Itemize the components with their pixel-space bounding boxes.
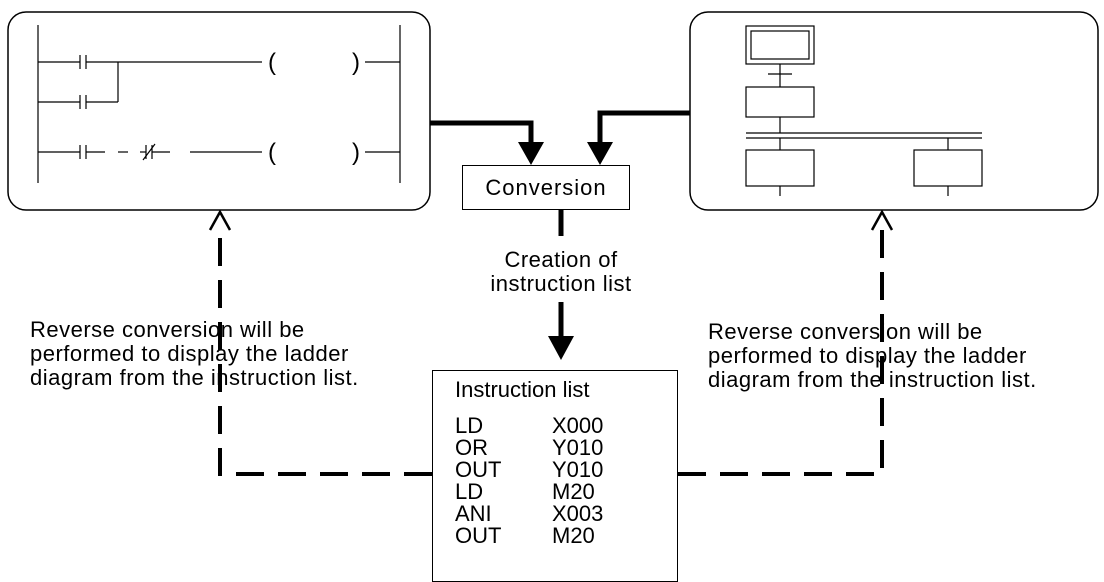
reverse-note-right: Reverse conversion will be performed to … — [708, 320, 1037, 392]
instruction-arg: X003 — [552, 501, 604, 526]
instruction-row: ANI X003 — [455, 503, 603, 525]
coil-2-left-paren: ( — [268, 139, 276, 166]
conversion-label: Conversion — [485, 174, 607, 200]
reverse-note-left-line3: diagram from the instruction list. — [30, 365, 359, 390]
reverse-note-left: Reverse conversion will be performed to … — [30, 318, 359, 390]
creation-label-line2: instruction list — [490, 271, 632, 296]
coil-1-left-paren: ( — [268, 49, 276, 76]
coil-1-right-paren: ) — [352, 49, 360, 76]
ladder-diagram-panel: ( ) ( ) — [7, 11, 431, 211]
ladder-rung-2 — [38, 143, 400, 161]
arrow-sfc-to-conversion — [587, 110, 690, 165]
creation-label-line1: Creation of — [504, 247, 618, 272]
instruction-op: LD — [455, 413, 484, 438]
instruction-row: LD M20 — [455, 481, 595, 503]
conversion-box: Conversion — [462, 165, 630, 210]
reverse-note-right-line1: Reverse conversion will be — [708, 319, 983, 344]
instruction-op: OUT — [455, 457, 502, 482]
instruction-op: LD — [455, 479, 484, 504]
ladder-rung-1 — [38, 55, 400, 109]
coil-2-right-paren: ) — [352, 139, 360, 166]
creation-label: Creation of instruction list — [466, 248, 656, 296]
instruction-arg: Y010 — [552, 457, 604, 482]
instruction-op: ANI — [455, 501, 492, 526]
instruction-list-title: Instruction list — [455, 377, 590, 402]
reverse-note-left-line1: Reverse conversion will be — [30, 317, 305, 342]
reverse-note-left-line2: performed to display the ladder — [30, 341, 349, 366]
instruction-arg: M20 — [552, 523, 595, 548]
instruction-op: OR — [455, 435, 488, 460]
instruction-row: OUT M20 — [455, 525, 595, 547]
reverse-note-right-line2: performed to display the ladder — [708, 343, 1027, 368]
arrow-conversion-to-instruction-list — [548, 210, 574, 360]
instruction-row: OR Y010 — [455, 437, 603, 459]
instruction-arg: Y010 — [552, 435, 604, 460]
arrow-ladder-to-conversion — [430, 120, 544, 165]
instruction-row: LD X000 — [455, 415, 603, 437]
reverse-note-right-line3: diagram from the instruction list. — [708, 367, 1037, 392]
instruction-arg: M20 — [552, 479, 595, 504]
instruction-arg: X000 — [552, 413, 604, 438]
instruction-list-box: Instruction list LD X000 OR Y010 OUT Y010 L… — [432, 370, 678, 582]
reverse-arrow-right — [678, 209, 894, 476]
instruction-row: OUT Y010 — [455, 459, 603, 481]
sfc-diagram-panel — [689, 11, 1099, 211]
ladder-panel-frame — [7, 11, 431, 211]
reverse-arrow-left — [208, 209, 432, 476]
instruction-op: OUT — [455, 523, 502, 548]
